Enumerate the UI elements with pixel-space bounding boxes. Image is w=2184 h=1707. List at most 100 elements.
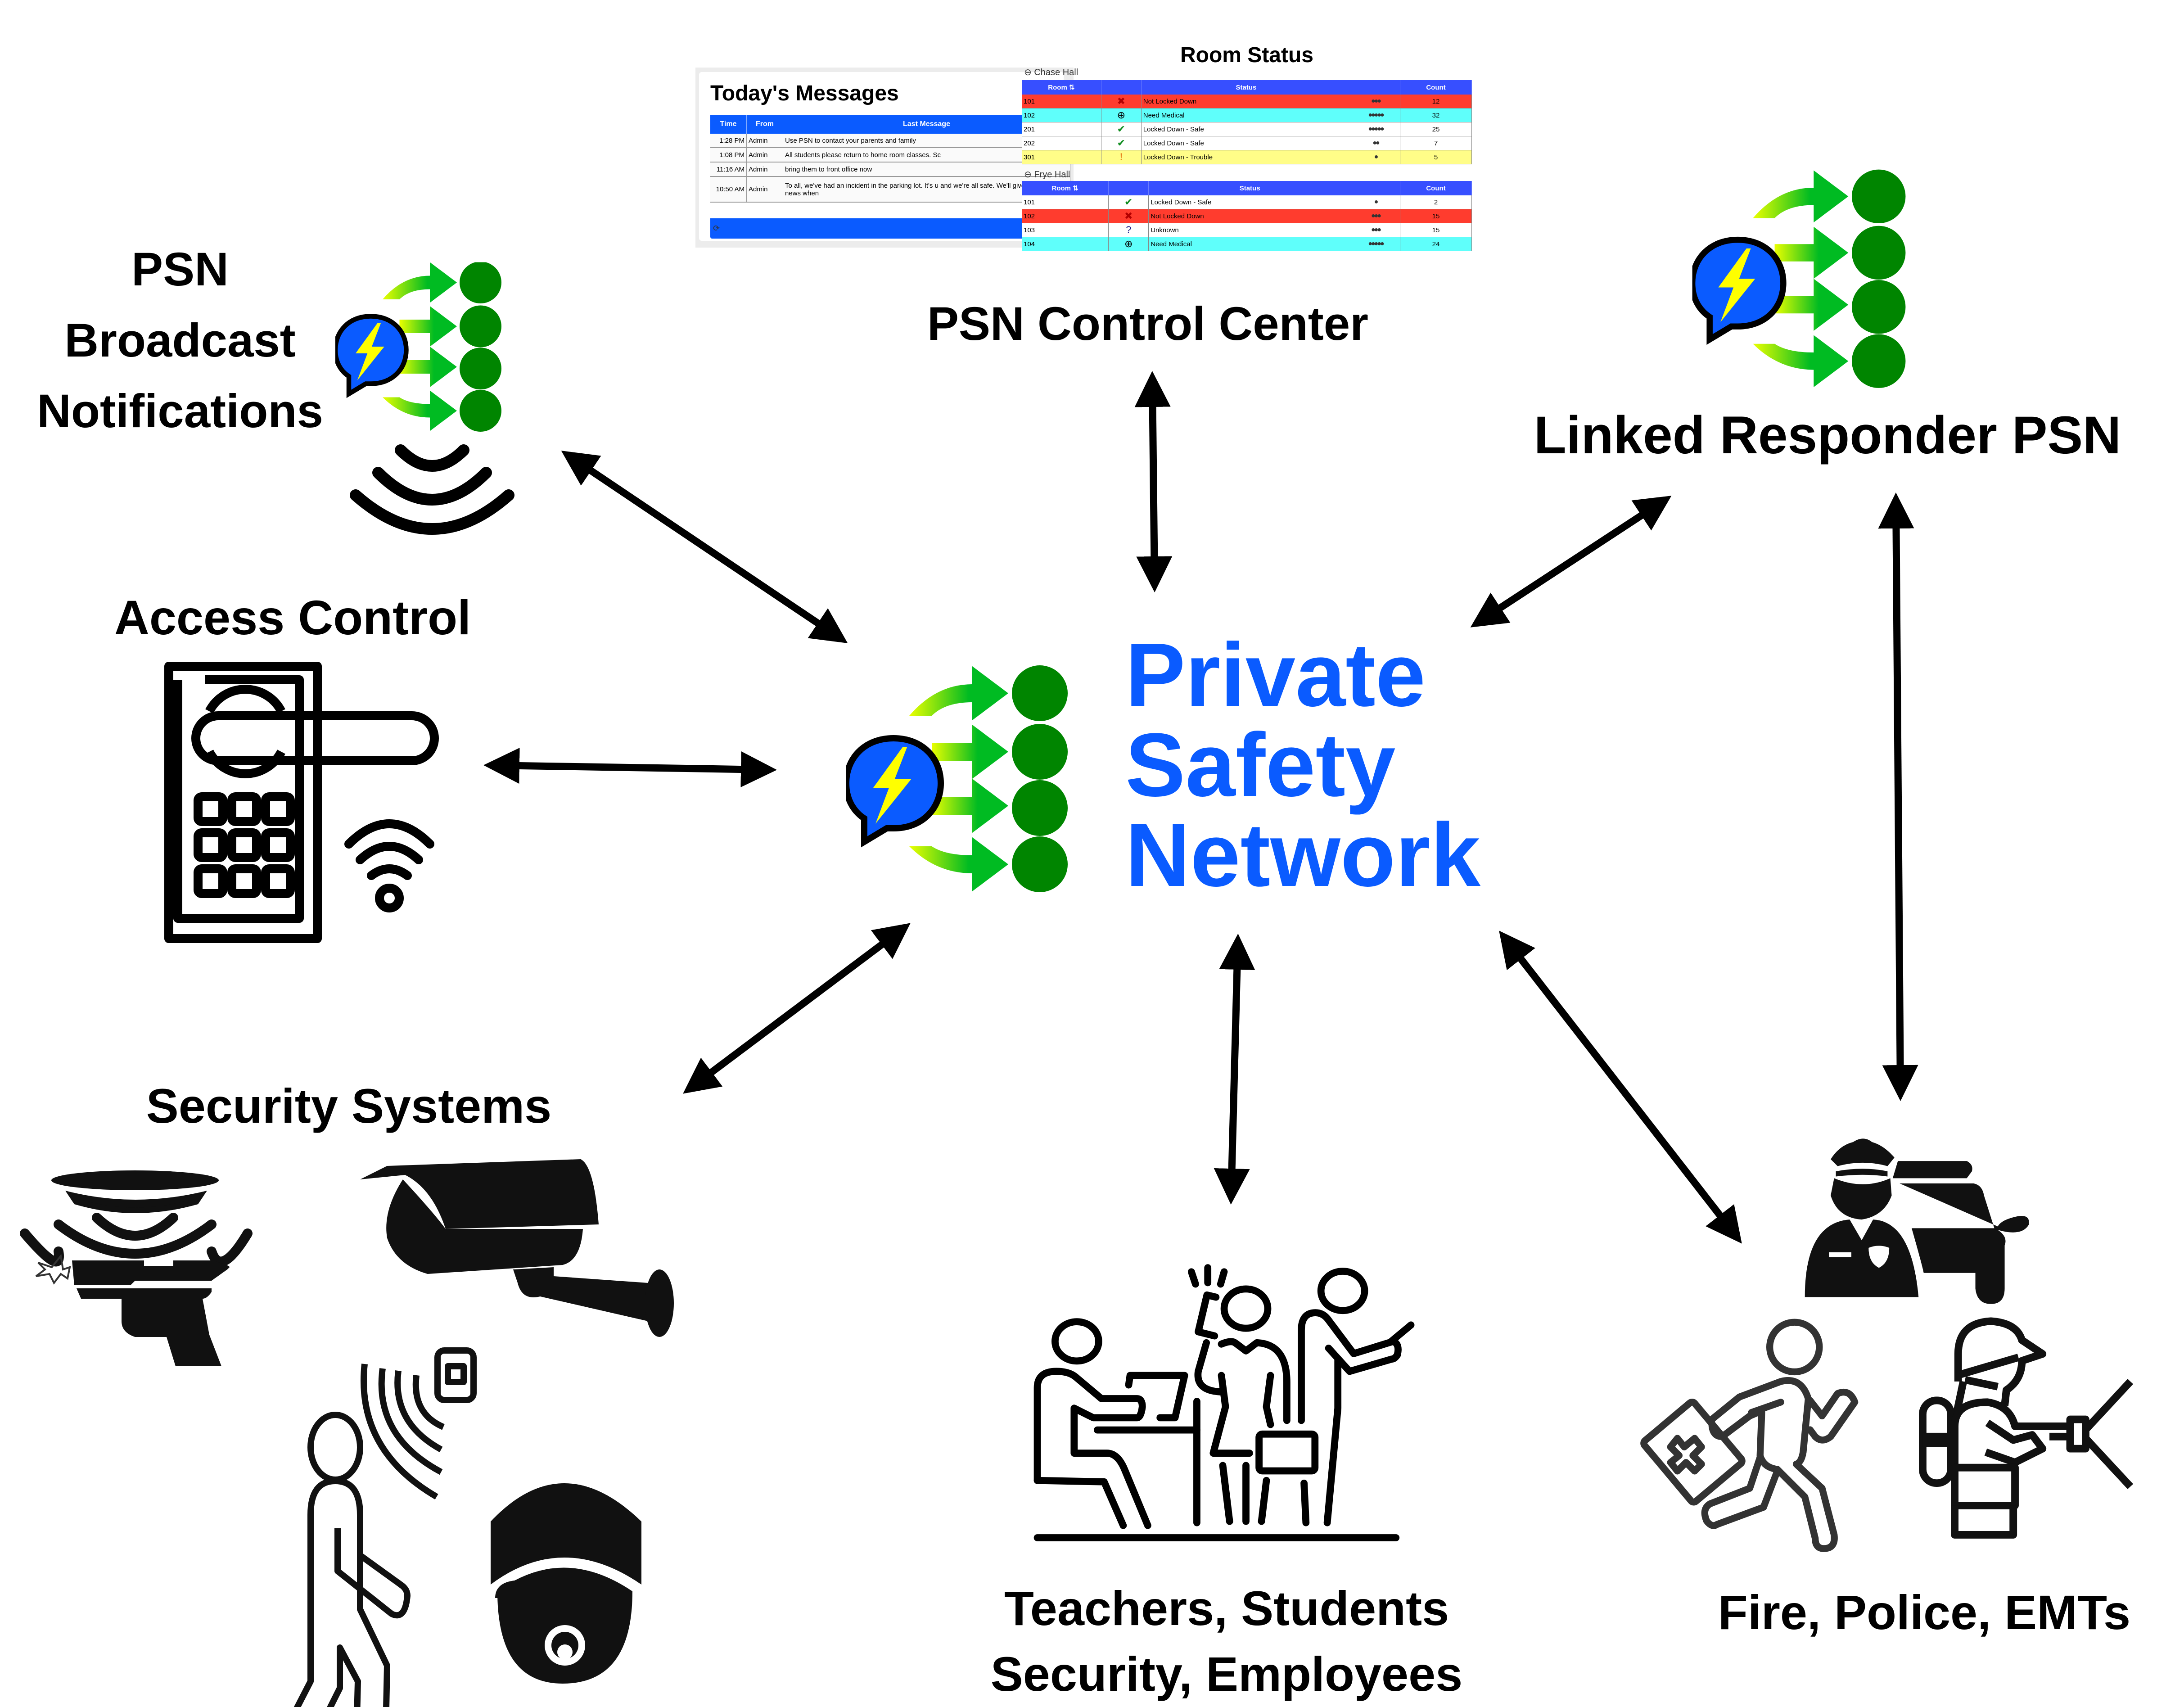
responders-icons [1640, 1138, 2134, 1552]
room-col-room[interactable]: Room ⇅ [1022, 80, 1101, 95]
room-status-text: Locked Down - Safe [1141, 122, 1352, 136]
room-status-title: Room Status [1180, 43, 1313, 67]
messages-card: Today's Messages Time From Last Message … [699, 72, 1070, 241]
room-col-count: Count [1400, 80, 1472, 95]
message-from: Admin [746, 148, 783, 163]
messages-footer: ⟳ [710, 218, 1066, 239]
hall-name: Frye Hall [1034, 170, 1070, 180]
message-from: Admin [746, 176, 783, 203]
linked-responder-label: Linked Responder PSN [1534, 406, 2121, 465]
room-count: 25 [1400, 122, 1472, 136]
message-time: 1:08 PM [710, 148, 747, 163]
room-status-text: Locked Down - Safe [1141, 136, 1352, 150]
room-count: 15 [1400, 223, 1472, 237]
broadcast-logo-icon [329, 252, 518, 428]
psn-center-logo-icon [837, 648, 1089, 891]
people-count-icon: ●●●●● [1351, 237, 1400, 251]
hall-toggle-frye[interactable]: ⊖ Frye Hall [1024, 170, 1070, 180]
security-systems-label: Security Systems [146, 1079, 552, 1133]
room-status-text: Locked Down - Safe [1148, 195, 1351, 209]
room-row[interactable]: 101✖Not Locked Down●●●12 [1022, 95, 1472, 108]
message-time: 10:50 AM [710, 176, 747, 203]
room-number: 101 [1022, 95, 1101, 108]
arrow-linked-responder [1470, 496, 1672, 628]
arrow-access-control [483, 748, 777, 787]
plus-circle-icon: ⊕ [1101, 108, 1142, 122]
people-group-icon [1033, 1264, 1415, 1541]
col-time[interactable]: Time [710, 115, 747, 134]
people-count-icon: ●●●●● [1351, 122, 1400, 136]
room-count: 5 [1400, 150, 1472, 164]
room-row[interactable]: 101✔Locked Down - Safe●2 [1022, 195, 1472, 209]
room-count: 15 [1400, 209, 1472, 223]
room-status-text: Locked Down - Trouble [1141, 150, 1352, 164]
message-time: 1:28 PM [710, 134, 747, 148]
col-from[interactable]: From [746, 115, 783, 134]
room-col-blank-1 [1101, 80, 1142, 95]
room-number: 301 [1022, 150, 1101, 164]
room-number: 104 [1022, 237, 1109, 251]
arrow-control-center [1134, 371, 1173, 592]
refresh-icon[interactable]: ⟳ [713, 224, 720, 233]
arrow-responders [1499, 930, 1742, 1244]
room-status-text: Need Medical [1148, 237, 1351, 251]
room-row[interactable]: 201✔Locked Down - Safe●●●●●25 [1022, 122, 1472, 136]
broadcast-label-line: PSN [131, 243, 229, 296]
security-devices-group [20, 1159, 674, 1707]
room-number: 102 [1022, 108, 1101, 122]
room-col-room[interactable]: Room ⇅ [1022, 181, 1109, 195]
room-count: 2 [1400, 195, 1472, 209]
people-count-icon: ●●● [1351, 223, 1400, 237]
room-col-blank-1 [1108, 181, 1149, 195]
gunshot-detector-icon [35, 1254, 230, 1366]
room-row[interactable]: 103?Unknown●●●15 [1022, 223, 1472, 237]
psn-title: Private Safety Network [1125, 630, 1480, 900]
hall-toggle-chase[interactable]: ⊖ Chase Hall [1024, 68, 1078, 77]
people-count-icon: ●● [1351, 136, 1400, 150]
arrow-people [1214, 934, 1255, 1205]
psn-title-line: Network [1125, 805, 1481, 905]
psn-title-line: Private [1125, 625, 1426, 725]
x-circle-icon: ✖ [1108, 209, 1149, 223]
question-circle-icon: ? [1108, 223, 1149, 237]
message-from: Admin [746, 162, 783, 177]
access-control-label: Access Control [114, 590, 471, 645]
emt-medic-icon [1640, 1319, 1859, 1552]
arrow-security-systems [683, 923, 911, 1094]
people-label: Teachers, Students Security, Employees [923, 1576, 1530, 1707]
motion-sensor-person-icon [293, 1347, 477, 1707]
plus-circle-icon: ⊕ [1108, 237, 1149, 251]
messages-title: Today's Messages [710, 81, 899, 105]
arrow-linked-to-responders [1878, 492, 1918, 1101]
linked-responder-logo-icon [1688, 153, 1922, 387]
room-status-text: Unknown [1148, 223, 1351, 237]
room-col-status: Status [1148, 181, 1351, 195]
room-row[interactable]: 102⊕Need Medical●●●●●32 [1022, 108, 1472, 122]
room-status-text: Not Locked Down [1141, 95, 1352, 108]
room-row[interactable]: 301!Locked Down - Trouble●5 [1022, 150, 1472, 164]
room-col-count: Count [1400, 181, 1472, 195]
room-count: 24 [1400, 237, 1472, 251]
room-row[interactable]: 202✔Locked Down - Safe●●7 [1022, 136, 1472, 150]
hall-name: Chase Hall [1034, 68, 1078, 77]
room-number: 103 [1022, 223, 1109, 237]
people-count-icon: ●●● [1351, 209, 1400, 223]
firefighter-hose-icon [1919, 1317, 2134, 1539]
people-label-line: Security, Employees [990, 1646, 1463, 1701]
room-number: 202 [1022, 136, 1101, 150]
room-row[interactable]: 102✖Not Locked Down●●●15 [1022, 209, 1472, 223]
room-row[interactable]: 104⊕Need Medical●●●●●24 [1022, 237, 1472, 251]
people-label-line: Teachers, Students [1004, 1581, 1449, 1635]
wireless-signal-icon [350, 444, 514, 535]
police-officer-car-icon [1805, 1138, 2029, 1304]
message-time: 11:16 AM [710, 162, 747, 177]
alarm-siren-icon [20, 1170, 253, 1267]
room-col-blank-3 [1351, 80, 1400, 95]
